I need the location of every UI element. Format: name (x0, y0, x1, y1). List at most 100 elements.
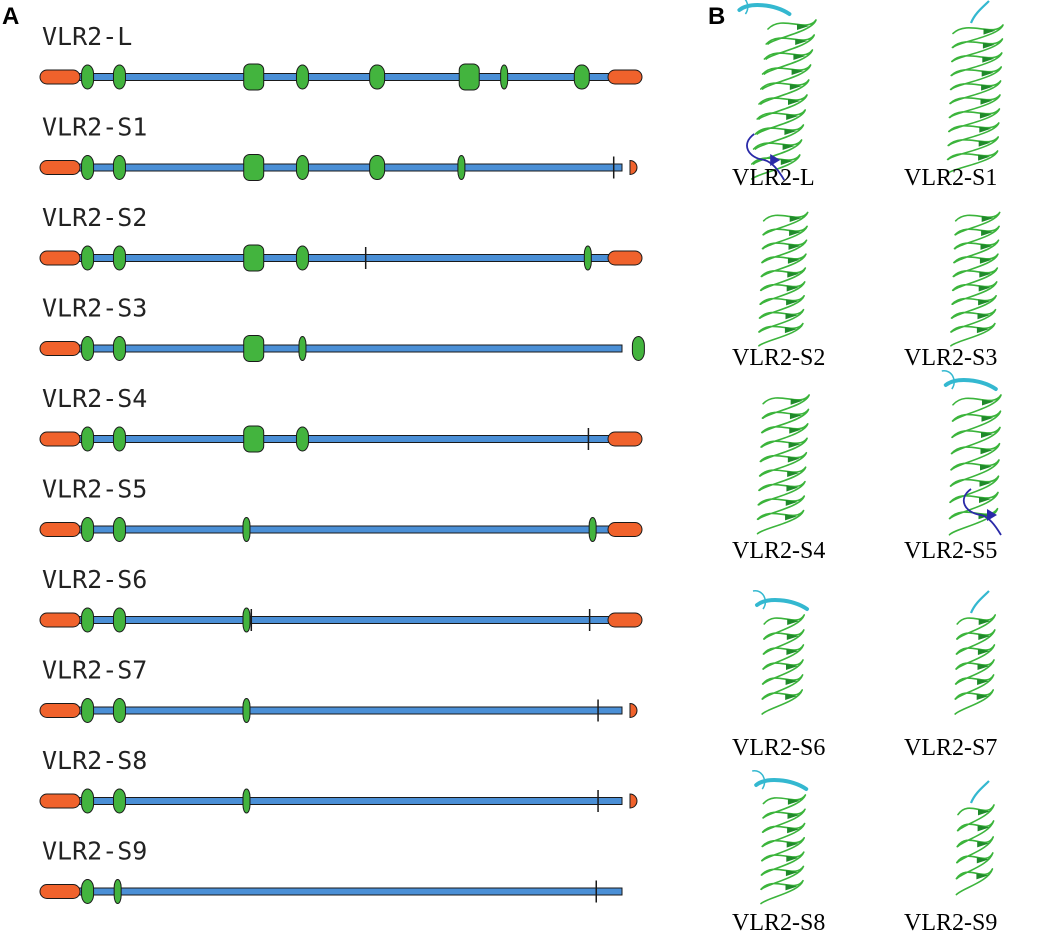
ribbon-model (941, 370, 1002, 536)
beta-strand (976, 694, 989, 700)
beta-strand (795, 39, 808, 45)
beta-strand (785, 313, 798, 320)
exon-mark (295, 64, 309, 90)
cyan-cap-helix (755, 598, 809, 611)
beta-strand (978, 619, 991, 625)
beta-strand (977, 825, 990, 832)
exon-mark (369, 64, 386, 90)
exon-mark (583, 245, 592, 271)
track-label: VLR2-L (42, 22, 132, 51)
beta-strand (978, 140, 991, 147)
beta-strand (979, 497, 991, 503)
beta-strand (981, 216, 994, 223)
exon-mark (112, 64, 126, 90)
beta-strand (786, 649, 799, 655)
beta-strand (785, 679, 798, 685)
beta-strand (789, 229, 802, 236)
beta-strand (788, 442, 801, 449)
ribbon-model (946, 0, 1004, 175)
protein-structure: VLR2-S4 (732, 394, 825, 564)
exon-mark (81, 155, 95, 180)
track-label: VLR2-S7 (42, 656, 147, 685)
beta-strand (977, 649, 990, 655)
exon-mark (242, 788, 251, 814)
ribbon-model (752, 590, 809, 715)
beta-strand (787, 619, 800, 625)
exon-mark (112, 517, 126, 542)
start-cap (39, 522, 81, 537)
exon-mark (112, 336, 126, 361)
beta-strand (977, 313, 990, 320)
beta-strand (787, 456, 800, 463)
ribbon-coil (946, 24, 1004, 175)
backbone-bar (59, 435, 623, 443)
beta-strand (785, 884, 798, 891)
cyan-cap-helix (943, 378, 998, 391)
beta-strand (981, 84, 994, 91)
end-cap (629, 793, 638, 809)
ribbon-model (954, 590, 996, 715)
beta-strand (787, 471, 800, 477)
beta-strand (786, 664, 798, 670)
track-label: VLR2-S2 (42, 203, 147, 232)
exon-mark (243, 335, 265, 362)
gene-track: VLR2-S1 (39, 113, 638, 181)
ribbon-model (955, 780, 995, 896)
gene-track: VLR2-S6 (39, 565, 643, 633)
exon-mark (243, 425, 265, 453)
beta-strand (979, 480, 992, 487)
beta-strand (976, 327, 989, 334)
beta-strand (789, 84, 802, 90)
beta-strand (787, 798, 800, 805)
beta-strand (980, 448, 993, 455)
start-cap (39, 431, 81, 447)
protein-structure: VLR2-S5 (904, 370, 1002, 564)
beta-strand (976, 873, 989, 880)
track-label: VLR2-S1 (42, 113, 147, 142)
beta-strand (784, 327, 797, 334)
beta-strand (786, 634, 799, 640)
exon-mark (81, 698, 95, 723)
ribbon-model (752, 770, 809, 905)
ribbon-coil (761, 614, 805, 715)
beta-strand (981, 70, 994, 77)
cyan-cap-helix (969, 590, 990, 614)
structure-label: VLR2-S9 (904, 910, 997, 935)
exon-mark (81, 788, 95, 814)
end-cap (607, 431, 643, 447)
exon-mark (242, 607, 251, 633)
backbone-bar (59, 797, 623, 805)
exon-mark (588, 517, 597, 542)
exon-mark (369, 155, 386, 180)
beta-strand (786, 855, 799, 862)
gene-track: VLR2-S4 (39, 384, 643, 453)
exon-mark (81, 245, 95, 271)
exon-mark (81, 517, 95, 542)
beta-strand (976, 857, 989, 864)
backbone-bar (59, 706, 623, 715)
beta-strand (788, 243, 801, 250)
beta-strand (978, 299, 991, 306)
ribbon-coil (751, 19, 817, 180)
beta-strand (786, 485, 799, 492)
end-cap (629, 159, 638, 176)
beta-strand (797, 24, 809, 30)
beta-strand (977, 679, 990, 685)
structure-label: VLR2-S2 (732, 345, 825, 371)
beta-strand (787, 257, 800, 264)
beta-strand (786, 299, 799, 306)
beta-strand (780, 159, 793, 165)
beta-strand (787, 813, 800, 819)
beta-strand (978, 285, 991, 292)
gene-track: VLR2-S5 (39, 475, 643, 542)
end-cap (607, 69, 643, 85)
ribbon-coil (760, 794, 807, 905)
beta-strand (977, 664, 990, 670)
protein-structure: VLR2-S7 (904, 590, 997, 761)
panel-a-letter: A (2, 3, 19, 30)
exon-mark (295, 245, 309, 271)
end-cap (607, 250, 643, 266)
end-cap (629, 702, 638, 719)
cyan-cap-helix (969, 780, 990, 804)
structure-label: VLR2-S5 (904, 538, 997, 564)
